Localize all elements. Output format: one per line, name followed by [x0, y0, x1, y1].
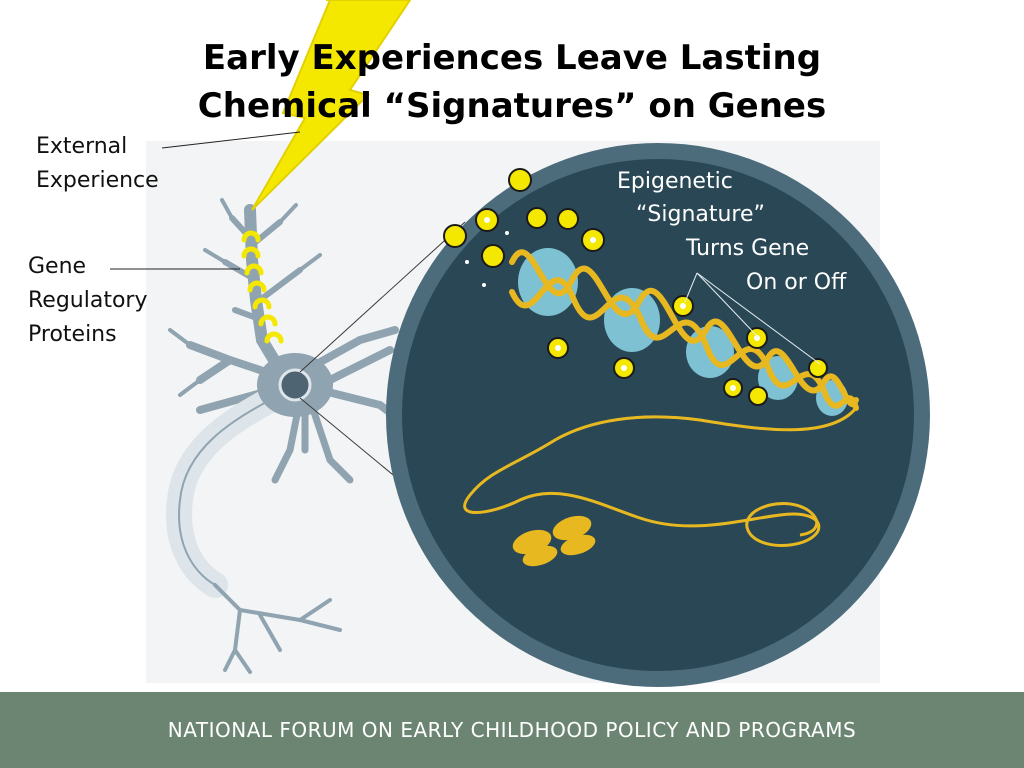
neuron-illustration [166, 198, 404, 674]
epigenetic-label-line-2: “Signature” [636, 202, 765, 227]
external-experience-leader [161, 131, 301, 149]
chromosome [512, 515, 596, 567]
epigenetic-label-line-4: On or Off [746, 270, 847, 295]
epigenetic-markers [443, 168, 828, 406]
chromatin-strand [463, 407, 858, 547]
epigenetic-label-line-3: Turns Gene [686, 236, 810, 261]
zoom-line-top [299, 221, 466, 373]
footer-bar: NATIONAL FORUM ON EARLY CHILDHOOD POLICY… [0, 692, 1024, 768]
title-line-2: Chemical “Signatures” on Genes [197, 86, 827, 126]
epigenetic-label-line-1: Epigenetic [617, 169, 733, 194]
regulatory-protein-markers [241, 230, 284, 344]
signature-leaders [684, 272, 821, 365]
dna-helix [509, 249, 859, 411]
footer-text: NATIONAL FORUM ON EARLY CHILDHOOD POLICY… [167, 718, 857, 742]
title-line-1: Early Experiences Leave Lasting [202, 38, 822, 78]
external-experience-label: External Experience [36, 134, 159, 193]
slide-title: Early Experiences Leave Lasting Chemical… [0, 34, 1024, 130]
neuron-nucleus [278, 368, 312, 402]
lightning-bolt-icon [251, 0, 412, 211]
gene-regulatory-proteins-label: Gene Regulatory Proteins [28, 254, 148, 347]
